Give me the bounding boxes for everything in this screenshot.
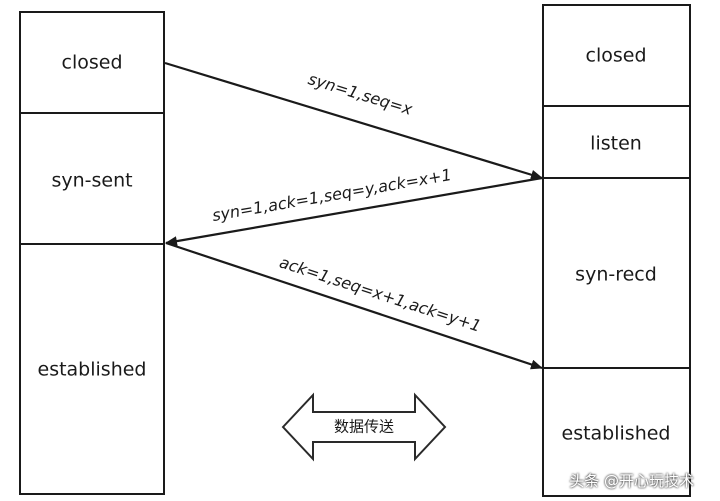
- server-column: closed listen syn-recd established: [542, 4, 691, 497]
- server-state-established: established: [562, 423, 671, 445]
- syn-ack-arrow: [165, 176, 543, 247]
- server-state-listen: listen: [590, 133, 642, 155]
- client-state-established: established: [38, 359, 147, 381]
- server-state-closed: closed: [586, 45, 647, 67]
- server-syn-recd-box: [542, 177, 691, 369]
- ack-arrow: [165, 241, 543, 370]
- watermark: 头条 @开心玩技术: [569, 472, 694, 490]
- data-transfer-label: 数据传送: [334, 418, 394, 436]
- data-transfer-arrow: 数据传送: [281, 392, 447, 462]
- server-closed-box: [542, 4, 691, 107]
- double-arrow-icon: [281, 392, 447, 462]
- client-column: closed syn-sent established: [19, 11, 165, 495]
- client-established-box: [19, 243, 165, 495]
- client-state-closed: closed: [62, 52, 123, 74]
- client-closed-box: [19, 11, 165, 114]
- client-syn-sent-box: [19, 112, 165, 245]
- server-established-box: [542, 367, 691, 497]
- client-state-syn-sent: syn-sent: [51, 170, 132, 192]
- syn-arrow: [164, 61, 543, 180]
- syn-ack-label: syn=1,ack=1,seq=y,ack=x+1: [211, 165, 453, 225]
- server-state-syn-recd: syn-recd: [575, 264, 657, 286]
- ack-label: ack=1,seq=x+1,ack=y+1: [277, 252, 483, 335]
